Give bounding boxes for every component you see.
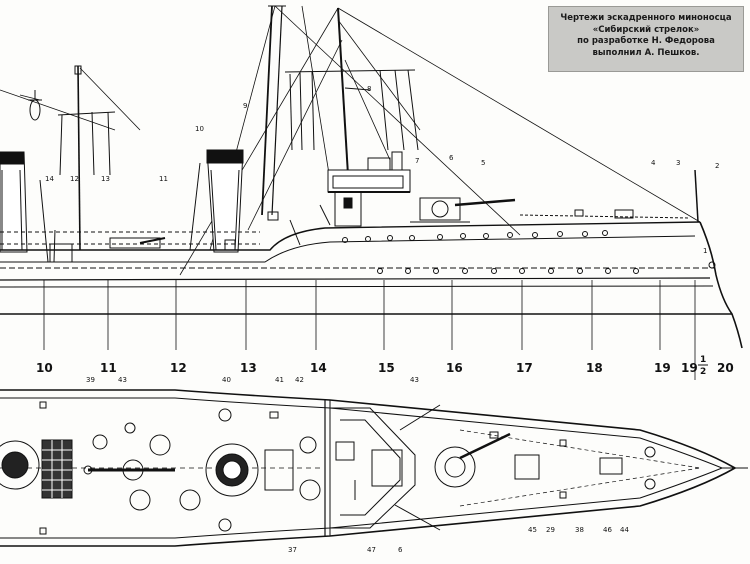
- label-2: 2: [715, 162, 719, 170]
- label-14: 14: [45, 175, 54, 183]
- label-40: 40: [222, 376, 231, 384]
- bridge-structure: [319, 151, 411, 227]
- plan-bridge: [330, 407, 416, 529]
- label-43-aft: 43: [118, 376, 127, 384]
- profile-labels: 1 2 3 4 5 6 7 8 9 10 11 12 13 14: [45, 85, 719, 255]
- fore-gun: [410, 197, 516, 223]
- label-8: 8: [367, 85, 371, 93]
- label-47: 47: [367, 546, 376, 554]
- aft-signal-lamp: [28, 90, 42, 121]
- station-13: 13: [240, 361, 257, 375]
- station-fraction-num: 1: [700, 355, 706, 365]
- label-37: 37: [288, 546, 297, 554]
- drawing-caption: Чертежи эскадренного миноносца «Сибирски…: [548, 6, 744, 72]
- caption-line-1: Чертежи эскадренного миноносца: [560, 13, 732, 23]
- station-14: 14: [310, 361, 327, 375]
- label-10: 10: [195, 125, 204, 133]
- fore-funnel: [189, 149, 244, 253]
- station-10: 10: [36, 361, 53, 375]
- aft-funnel: [0, 151, 28, 253]
- plan-grating: [41, 439, 73, 499]
- station-12: 12: [170, 361, 187, 375]
- label-43-fore: 43: [410, 376, 419, 384]
- aft-deck-fittings: [39, 179, 236, 263]
- station-11: 11: [100, 361, 117, 375]
- station-ticks: [43, 280, 696, 350]
- label-5: 5: [481, 159, 485, 167]
- label-39: 39: [86, 376, 95, 384]
- label-44: 44: [620, 526, 629, 534]
- caption-line-3: по разработке Н. Федорова: [577, 36, 715, 46]
- label-4: 4: [651, 159, 656, 167]
- label-11: 11: [159, 175, 168, 183]
- aft-mast: [57, 65, 116, 251]
- station-18: 18: [586, 361, 603, 375]
- station-16: 16: [446, 361, 463, 375]
- label-6: 6: [449, 154, 454, 162]
- label-41: 41: [275, 376, 284, 384]
- station-20: 20: [717, 361, 734, 375]
- forecastle-fittings: [267, 169, 699, 246]
- label-9: 9: [243, 102, 247, 110]
- station-19-half: 19: [681, 361, 698, 375]
- label-45: 45: [528, 526, 537, 534]
- main-mast: [284, 7, 419, 176]
- station-numbers: 10 11 12 13 14 15 16 17 18 19 19 1 2 20: [36, 355, 734, 377]
- plan-outline: [0, 389, 748, 547]
- station-19: 19: [654, 361, 671, 375]
- label-12: 12: [70, 175, 79, 183]
- portholes: [342, 230, 716, 274]
- plan-deck-fittings: [39, 401, 656, 535]
- plan-fore-gun: [434, 432, 511, 488]
- label-7: 7: [415, 157, 419, 165]
- label-13: 13: [101, 175, 110, 183]
- caption-line-4: выполнил А. Пешков.: [592, 47, 700, 58]
- station-17: 17: [516, 361, 533, 375]
- label-42: 42: [295, 376, 304, 384]
- station-15: 15: [378, 361, 395, 375]
- label-6-plan: 6: [398, 546, 403, 554]
- label-29: 29: [546, 526, 555, 534]
- hull-profile: [0, 221, 743, 349]
- plan-fore-funnel: [205, 443, 259, 497]
- plan-labels: 39 43 40 41 42 43 37 47 6 45 29 38 46 44: [86, 376, 629, 554]
- label-38: 38: [575, 526, 584, 534]
- plan-torpedo-tube: [83, 459, 175, 481]
- rigging: [0, 5, 701, 276]
- caption-line-2: «Сибирский стрелок»: [592, 24, 700, 35]
- label-46: 46: [603, 526, 612, 534]
- station-fraction-den: 2: [700, 367, 706, 377]
- label-1: 1: [703, 247, 707, 255]
- plan-aft-funnel: [0, 440, 40, 490]
- fore-mast: [261, 5, 286, 216]
- label-3: 3: [676, 159, 680, 167]
